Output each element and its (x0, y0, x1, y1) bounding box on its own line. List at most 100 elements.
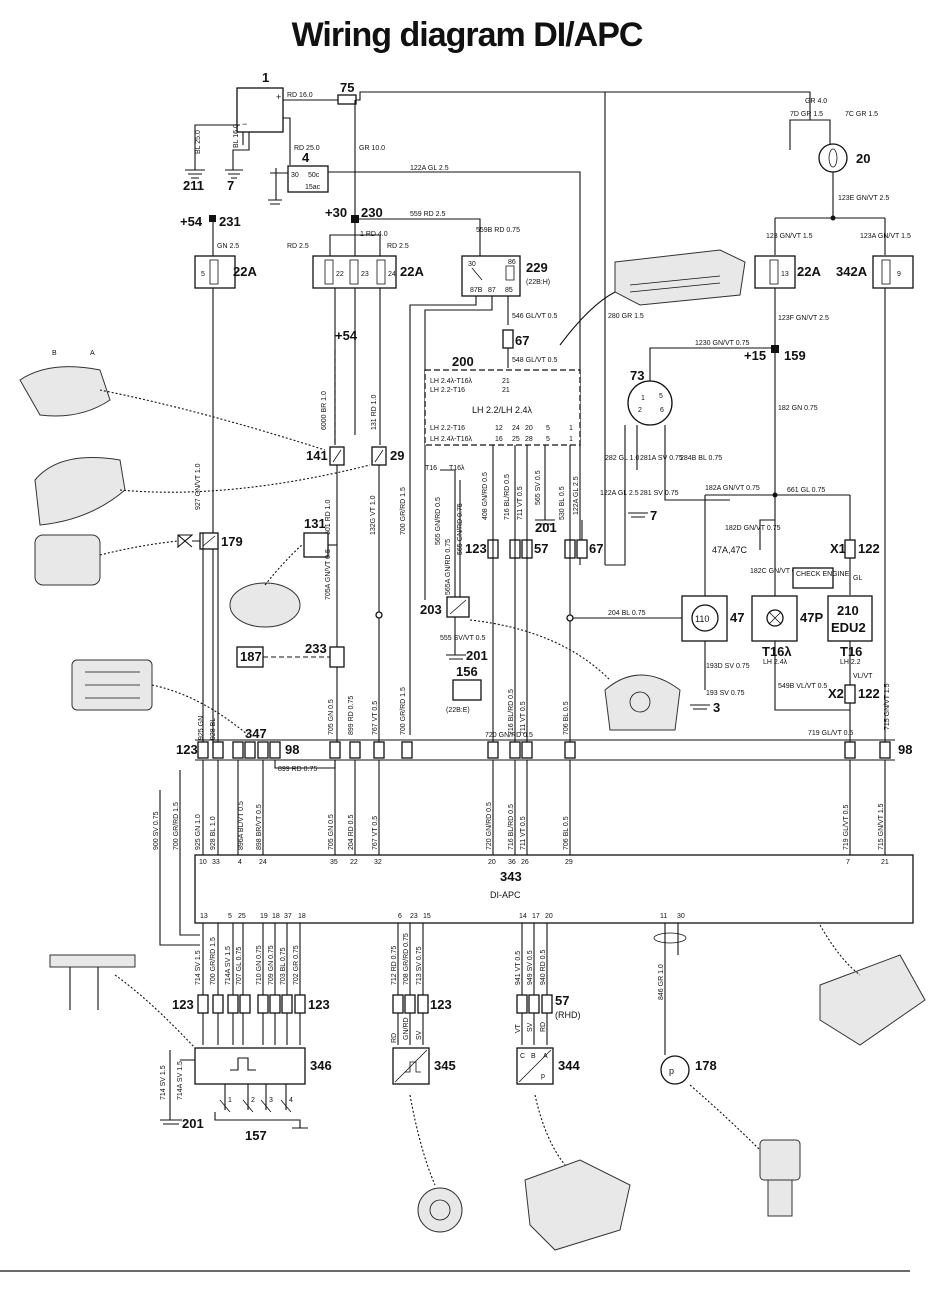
wire-601: 601 RD 1.0 (325, 499, 332, 535)
conn344-pin-a: A (543, 1053, 548, 1060)
label-141: 141 (306, 448, 328, 463)
relay-pin-87b: 87B (470, 287, 483, 294)
wire-281a: 281A SV 0.75 (640, 455, 683, 462)
lh-pin-24: 24 (512, 425, 520, 432)
wire-716-top: 716 BL/RD 0.5 (508, 689, 515, 735)
wire-719b: 719 GL/VT 0.5 (843, 804, 850, 850)
valve-179: 179 (177, 532, 243, 550)
conn344-rd: RD (540, 1022, 547, 1032)
lh-pin-12: 12 (495, 425, 503, 432)
label-179: 179 (221, 534, 243, 549)
wire-182a: 182A GN/VT 0.75 (705, 485, 760, 492)
wire-767: 767 VT 0.5 (372, 701, 379, 735)
ecu-pin-37: 37 (284, 913, 292, 920)
wire-282: 282 GL 1.0 (605, 455, 639, 462)
fuse-342a: 9 342A (836, 255, 914, 289)
wire-rd40: 1 RD 4.0 (360, 231, 388, 238)
fuse-75 (337, 94, 357, 105)
label-187: 187 (240, 649, 262, 664)
lh-row-3: LH 2.2-T16 (430, 425, 465, 432)
lh-pin-1b: 1 (569, 436, 573, 443)
fuse-num-5: 5 (201, 271, 205, 278)
component-20-label: 20 (856, 151, 870, 166)
relay-pin-87: 87 (488, 287, 496, 294)
label-231: 231 (219, 214, 241, 229)
wire-565: 565 GN/RD 0.5 (435, 497, 442, 545)
label-edu2: EDU2 (831, 620, 866, 635)
wire-1230: 1230 GN/VT 0.75 (695, 340, 749, 347)
wire-193d: 193D SV 0.75 (706, 663, 750, 670)
check-engine-text: CHECK ENGINE (796, 571, 850, 578)
label-rhd: (RHD) (555, 1010, 581, 1020)
wire-bl16: BL 16.0 (233, 124, 240, 148)
wire-123: 123 GN/VT 1.5 (766, 233, 813, 240)
ignition-coils-157: 1 2 3 4 157 (214, 1084, 308, 1143)
fuse-342a-label: 342A (836, 264, 868, 279)
wire-122a-b: 122A GL 2.5 (600, 490, 639, 497)
wire-940: 940 RD 0.5 (540, 949, 547, 985)
illustration-ecu-box (819, 924, 926, 1046)
wire-193: 193 SV 0.75 (706, 690, 745, 697)
ecu-pin-24: 24 (259, 859, 267, 866)
ecu-pin-26: 26 (521, 859, 529, 866)
battery: 1 − + (236, 70, 284, 133)
label-57-a: 57 (534, 541, 548, 556)
lh-pin-21a: 21 (502, 378, 510, 385)
connector-row-mid: 123 57 67 (465, 539, 603, 559)
lh-row-1: LH 2.4λ-T16λ (430, 378, 473, 385)
lh-pin-5: 5 (546, 425, 550, 432)
ecu-pin-6: 6 (398, 913, 402, 920)
conn345-gnrd: GN/RD (403, 1017, 410, 1040)
c4-pin30: 30 (291, 172, 299, 179)
conn73-p2: 2 (638, 407, 642, 414)
ground-201-mid: 201 (466, 648, 488, 663)
splice-570 (566, 614, 574, 622)
illustration-connector-347 (71, 659, 249, 736)
battery-plus: + (276, 92, 281, 102)
ecu-pin-33: 33 (212, 859, 220, 866)
wire-565sv: 565 SV 0.5 (535, 470, 542, 505)
fuse-22a-right-label: 22A (797, 264, 821, 279)
ecu-pin-17: 17 (532, 913, 540, 920)
check-engine-label-box (792, 567, 834, 589)
lh-pin-25: 25 (512, 436, 520, 443)
ecu-343-sub: DI-APC (490, 890, 521, 900)
wire-565b: 565 GN/RD 0.75 (457, 503, 464, 555)
wire-705b: 705 GN 0.5 (328, 814, 335, 850)
label-t16: T16 (425, 465, 437, 472)
wire-182d: 182D GN/VT 0.75 (725, 525, 781, 532)
label-178: 178 (695, 1058, 717, 1073)
fuse-num-13: 13 (781, 271, 789, 278)
ecu-pin-35: 35 (330, 859, 338, 866)
label-57-b: 57 (555, 993, 569, 1008)
illustration-brake-pedal (34, 457, 371, 526)
fuse-22a-left: 5 22A (194, 255, 257, 289)
label-122-b: 122 (858, 686, 880, 701)
wire-661: 661 GL 0.75 (787, 487, 825, 494)
connector-row-bottom-left: 123 123 (172, 994, 330, 1014)
wire-714: 714 SV 1.5 (195, 950, 202, 985)
component-110 (691, 604, 719, 632)
wire-bl25: BL 25.0 (195, 130, 202, 154)
conn344-vt: VT (515, 1023, 522, 1033)
label-plus54-b: +54 (335, 328, 358, 343)
label-159: 159 (784, 348, 806, 363)
conn-345-b (404, 994, 416, 1014)
wire-719: 719 GL/VT 0.5 (808, 730, 854, 737)
conn344-pin-c: C (520, 1053, 525, 1060)
wire-700: 700 GR/RD 1.5 (400, 487, 407, 535)
ecu-pin-13: 13 (200, 913, 208, 920)
lh-pin-16: 16 (495, 436, 503, 443)
ecu-pin-22: 22 (350, 859, 358, 866)
label-156: 156 (456, 664, 478, 679)
relay-229: 30 86 87B 87 85 229 (22B:H) (461, 255, 550, 297)
label-98-right: 98 (898, 742, 912, 757)
component-4 (287, 165, 329, 193)
wire-713: 713 SV 0.75 (416, 946, 423, 985)
wire-714c: 714A SV 1.5 (177, 1061, 184, 1100)
wire-706: 706 BL 0.5 (563, 701, 570, 735)
wire-559b: 559B RD 0.75 (476, 227, 520, 234)
label-123-a: 123 (465, 541, 487, 556)
label-123-c: 123 (308, 997, 330, 1012)
wire-gr10: GR 10.0 (359, 145, 385, 152)
